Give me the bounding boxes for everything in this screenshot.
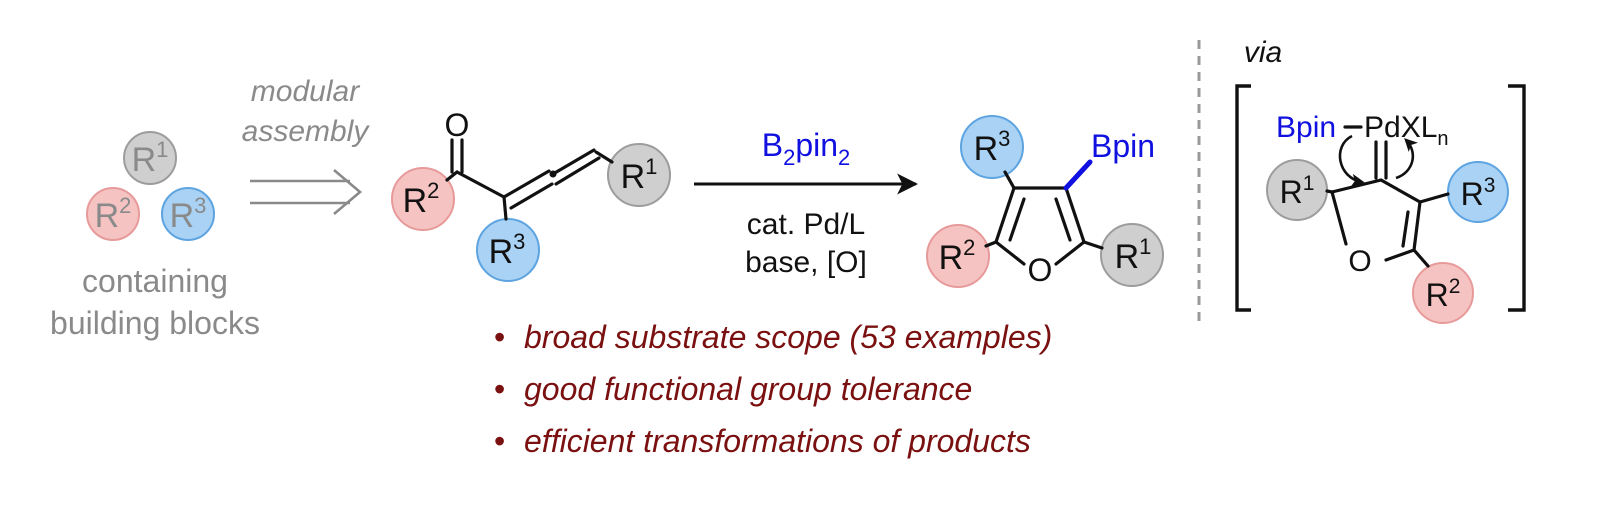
building-blocks-caption-2: building blocks [50, 305, 260, 341]
left-bracket [1235, 84, 1251, 312]
modular-label: modular [251, 75, 360, 108]
c-r2-bond [445, 170, 459, 182]
retro-arrow-head [333, 169, 363, 215]
allene-bond-1b [509, 182, 554, 210]
reagent-label: B2pin2 [762, 127, 851, 170]
int-c4-r3-bond [1418, 192, 1450, 204]
highlight-bullet-1: • [494, 319, 505, 355]
substrate-r2-circle [391, 167, 455, 231]
c3-bpin-bond [1063, 159, 1093, 191]
int-c2-r1-bond [1325, 189, 1334, 194]
r1-label: R1 [132, 137, 169, 179]
c-calpha-bond [455, 170, 506, 199]
ring-c5-o [994, 240, 1026, 266]
highlight-text-3: efficient transformations of products [524, 423, 1031, 459]
int-c5-r2-bond [1412, 248, 1430, 268]
ring-c3-c2 [1064, 186, 1086, 244]
product-r3-label: R3 [974, 126, 1011, 168]
int-ring-c2-c3 [1330, 178, 1383, 194]
highlight-bullet-2: • [494, 371, 505, 407]
product-r2-label: R2 [939, 235, 976, 277]
r3-circle-blue [161, 187, 215, 241]
substrate-r3-label: R3 [489, 229, 526, 271]
substrate-r2-label: R2 [403, 178, 440, 220]
assembly-label: assembly [242, 115, 371, 148]
product-r2-circle [926, 224, 990, 288]
calpha-r3-bond [502, 195, 508, 221]
intermediate-r2-label: R2 [1426, 275, 1461, 313]
c2-r1-bond [1082, 240, 1104, 250]
ring-c2-o [1054, 240, 1086, 266]
c5-r2-bond [984, 240, 998, 248]
substrate-r1-label: R1 [621, 154, 658, 196]
product-r1-label: R1 [1115, 234, 1152, 276]
substrate-r1-circle [607, 143, 671, 207]
substrate-r3-circle [476, 218, 540, 282]
allene-bond-2b [554, 156, 601, 186]
intermediate-r3-label: R3 [1461, 174, 1496, 212]
building-blocks: R1 R2 R3 containing building blocks [50, 131, 260, 341]
right-bracket [1508, 84, 1526, 312]
product-r1-circle [1100, 223, 1164, 287]
via-label: via [1244, 36, 1282, 69]
highlight-text-1: broad substrate scope (53 examples) [524, 319, 1052, 355]
intermediate-bpin-label: Bpin [1276, 111, 1336, 144]
retrosynthetic-arrow: modular assembly [242, 75, 371, 215]
pd-label: PdXLn [1364, 111, 1449, 150]
int-ring-c3-c4 [1379, 178, 1422, 204]
r3-label: R3 [170, 193, 207, 235]
allene-bond-2a [551, 148, 596, 176]
c-r1-bond [594, 150, 614, 164]
building-blocks-caption-1: containing [82, 263, 228, 299]
r2-label: R2 [95, 193, 132, 235]
highlight-bullet-3: • [494, 423, 505, 459]
curved-arrow-left [1338, 134, 1365, 187]
palladium-carbene-intermediate: via Bpin PdXLn O R1 R3 R2 [1235, 36, 1526, 324]
highlights-list: • broad substrate scope (53 examples) • … [494, 319, 1052, 459]
intermediate-r1-label: R1 [1280, 172, 1315, 210]
conditions-line-2: base, [O] [745, 246, 867, 279]
r2-circle-red [86, 187, 140, 241]
int-ring-c4-c5-inner [1401, 210, 1410, 248]
allenyl-ketone-substrate: O R2 R3 R1 [391, 107, 671, 282]
c4-r3-bond [1003, 170, 1016, 190]
allene-bond-1a [502, 169, 551, 199]
product-r3-circle [960, 115, 1024, 179]
int-ring-c2-o [1330, 190, 1348, 246]
reaction-arrow: B2pin2 cat. Pd/L base, [O] [694, 127, 919, 279]
product-oxygen: O [1028, 252, 1053, 288]
highlight-text-2: good functional group tolerance [524, 371, 972, 407]
product-bpin-label: Bpin [1091, 128, 1155, 164]
ring-c4-c5 [994, 186, 1016, 244]
int-ring-c4-c5 [1412, 200, 1422, 252]
substrate-oxygen: O [445, 107, 470, 143]
int-ring-c5-o [1384, 248, 1416, 262]
furan-product: O Bpin R3 R2 R1 [926, 115, 1164, 288]
intermediate-r3-circle [1447, 161, 1509, 223]
conditions-line-1: cat. Pd/L [747, 208, 865, 241]
ring-c3-c2-inner [1054, 197, 1072, 242]
ring-c4-c5-inner [1008, 197, 1026, 242]
curved-arrow-right [1395, 138, 1418, 180]
intermediate-oxygen: O [1348, 245, 1371, 278]
intermediate-r2-circle [1412, 262, 1474, 324]
r1-circle-gray [123, 131, 177, 185]
